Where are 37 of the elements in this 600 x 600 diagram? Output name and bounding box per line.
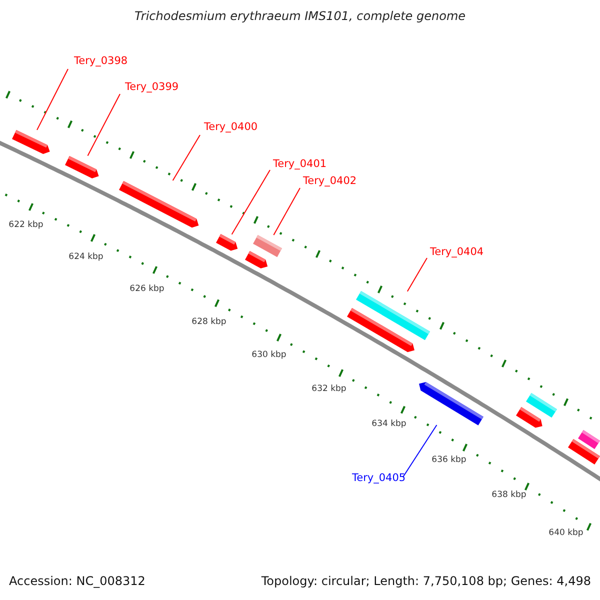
scale-label: 622 kbp [8,220,44,230]
accession-note: Accession: NC_008312 [9,574,146,588]
gene-feature [418,382,483,425]
gene-feature [12,130,50,154]
gene-label: Tery_0400 [204,121,258,133]
gene-feature [568,439,600,465]
scale-label: 640 kbp [548,528,584,538]
gene-feature [253,234,282,258]
leader-line [402,424,438,478]
scale-label: 628 kbp [192,317,226,327]
scale-label: 636 kbp [432,455,466,465]
leader-line [87,94,120,156]
gene-label: Tery_0404 [430,246,484,258]
scale-label: 638 kbp [492,490,526,500]
gene-feature [216,234,238,252]
scale-label: 626 kbp [130,284,164,294]
scale-label: 624 kbp [68,252,104,262]
gene-feature [65,156,99,178]
gene-label: Tery_0405 [352,472,406,484]
gene-label: Tery_0399 [125,81,179,93]
gene-feature [347,308,414,352]
scale-label: 630 kbp [252,350,286,360]
leader-line [231,170,270,235]
gene-feature [245,251,268,268]
map-title: Trichodesmium erythraeum IMS101, complete genome [133,9,467,23]
leader-line [273,188,300,236]
leader-line [406,258,428,292]
gene-feature [516,407,542,428]
leader-line [36,68,68,130]
scale-label: 634 kbp [372,419,406,429]
genome-stats-note: Topology: circular; Length: 7,750,108 bp; Genes: 4,498 [261,574,591,588]
gene-label: Tery_0401 [273,158,327,170]
leader-line [172,134,200,182]
gene-label: Tery_0398 [74,55,128,67]
gene-label: Tery_0402 [303,175,357,187]
scale-label: 632 kbp [312,384,346,394]
gene-feature [119,180,199,228]
